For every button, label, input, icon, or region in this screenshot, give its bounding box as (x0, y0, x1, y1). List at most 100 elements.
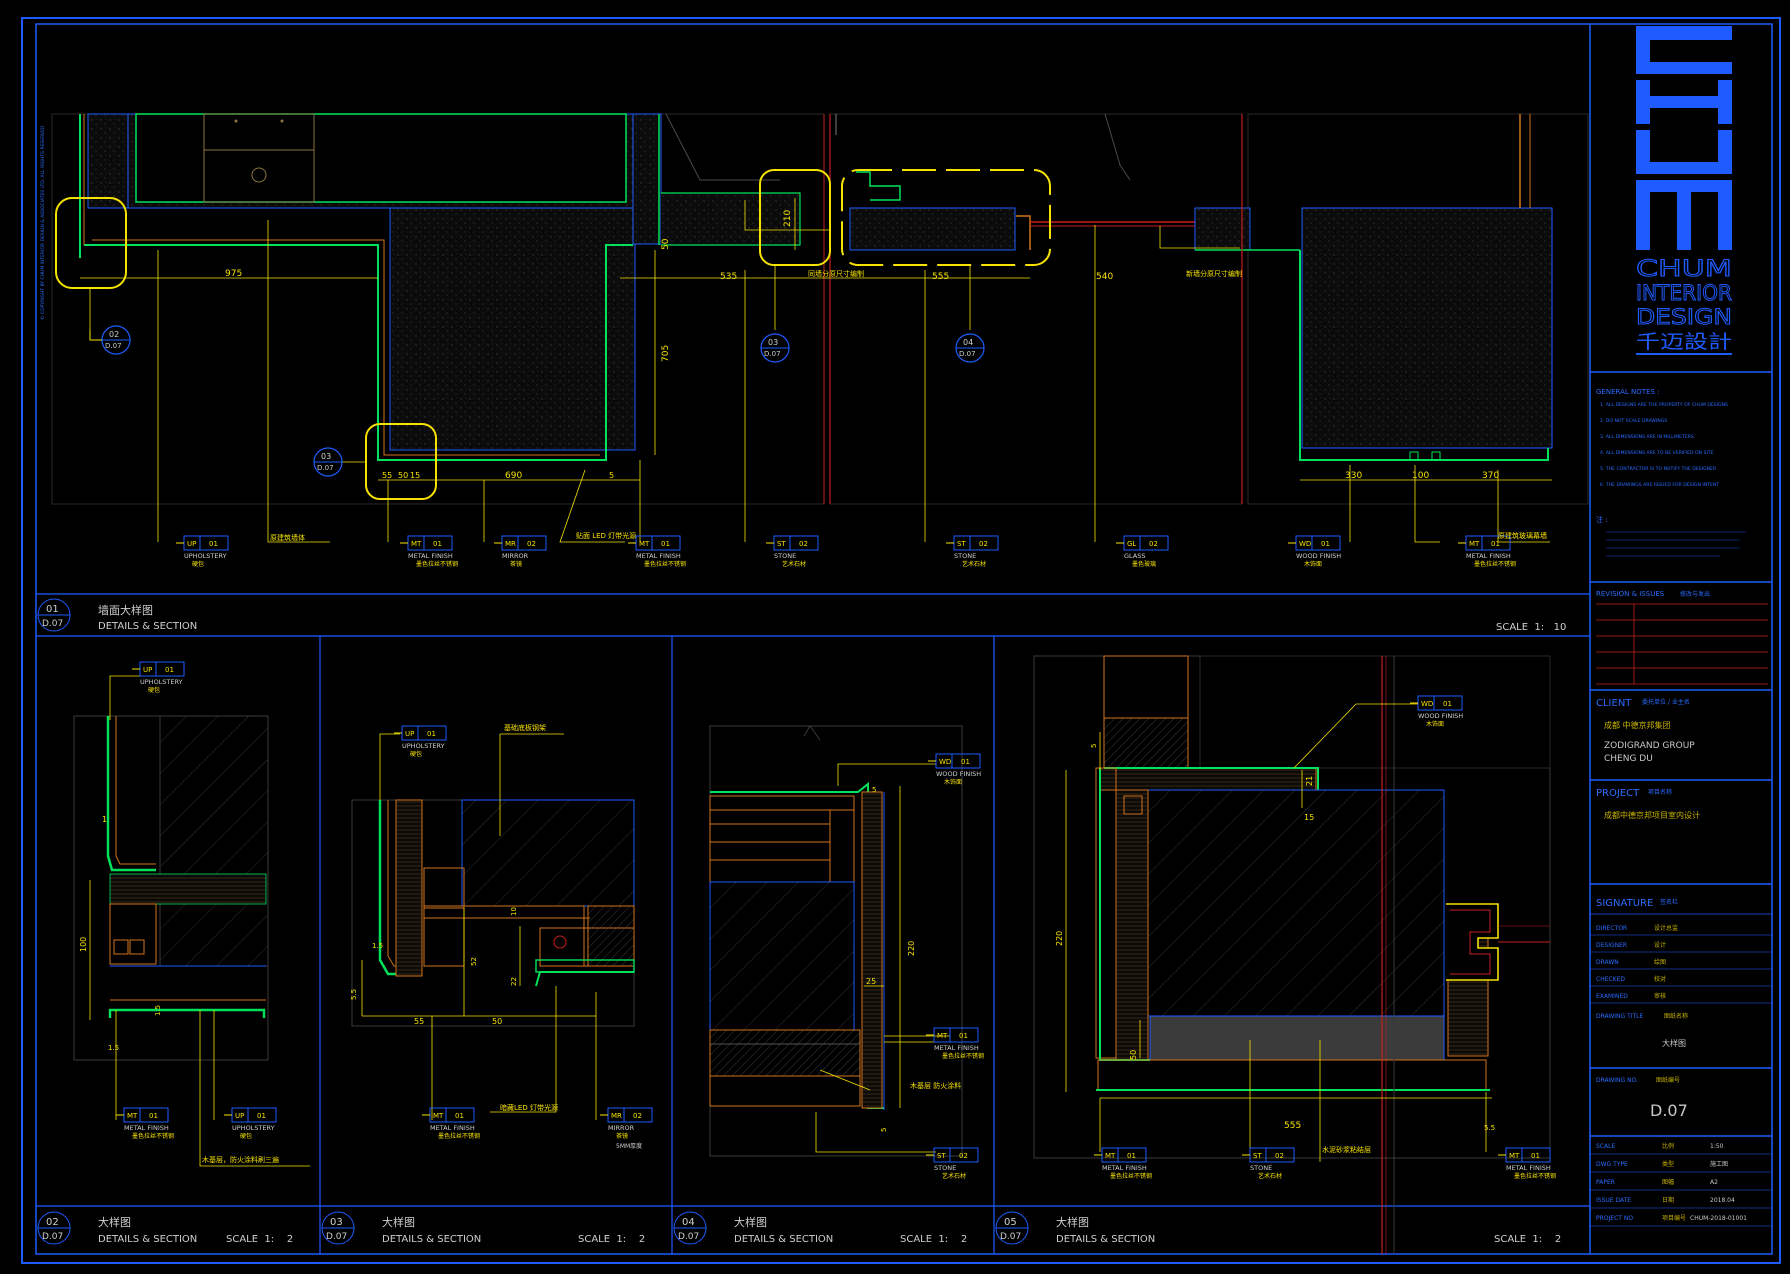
view-04-title: 04 D.07 大样图 DETAILS & SECTION SCALE 1: 2 (673, 1211, 967, 1245)
detail-marker-04[interactable]: 04 D.07 (955, 333, 985, 363)
svg-text:03: 03 (321, 452, 331, 461)
tag-code: UP (143, 666, 152, 674)
tag-code: UP (405, 730, 414, 738)
drawing-title-value: 大样图 (1662, 1038, 1686, 1048)
svg-text:D.07: D.07 (105, 342, 122, 350)
tag-number: 01 (1531, 1152, 1540, 1160)
view-03-drawing: 1.5 5.5 55 50 10 22 52 基础底板钢架 暗藏LED 灯带光源… (350, 723, 653, 1150)
v02-dim-100: 100 (79, 937, 88, 952)
tag-number: 01 (959, 1032, 968, 1040)
svg-text:02: 02 (46, 1217, 59, 1228)
project-cn: 项目名称 (1648, 788, 1672, 796)
tag-label-en: METAL FINISH (636, 552, 681, 560)
signature-name: 校对 (1654, 975, 1666, 983)
view-05-title: 05 D.07 大样图 DETAILS & SECTION SCALE 1: 2 (995, 1211, 1561, 1245)
v04-dim-25: 25 (866, 977, 876, 986)
v03-dim-10: 10 (510, 907, 518, 916)
v03-note-led: 暗藏LED 灯带光源 (500, 1103, 558, 1112)
v05-dim-5a: 5 (1090, 744, 1098, 748)
detail-marker-02[interactable]: 02 D.07 (89, 325, 131, 355)
svg-text:DETAILS & SECTION: DETAILS & SECTION (734, 1234, 833, 1245)
tag-label-cn: 墨色拉丝不锈钢 (1514, 1172, 1556, 1180)
tag-code: WD (939, 758, 951, 766)
v05-dim-50: 50 (1129, 1050, 1138, 1060)
dim-210: 210 (783, 210, 793, 227)
client-name-1: ZODIGRAND GROUP (1604, 741, 1695, 751)
tag-label-cn: 艺术石材 (782, 560, 806, 568)
svg-text:墙面大样图: 墙面大样图 (98, 603, 153, 617)
tag-code: ST (957, 540, 966, 548)
general-note: 2. DO NOT SCALE DRAWINGS (1600, 418, 1667, 424)
tag-label-en: UPHOLSTERY (232, 1124, 275, 1132)
svg-text:D.07: D.07 (1000, 1232, 1021, 1242)
dim-975: 975 (225, 269, 242, 279)
v02-dim-15: 1.5 (154, 1005, 162, 1016)
drawing-title-cn: 图纸名称 (1664, 1012, 1688, 1020)
signature-role: EXAMINED (1596, 993, 1628, 1000)
tag-label-cn: 硬包 (192, 560, 204, 568)
svg-text:03: 03 (768, 338, 778, 347)
project-label: PROJECT (1596, 788, 1640, 799)
meta-value: A2 (1710, 1179, 1718, 1186)
detail-marker-03b[interactable]: 03 D.07 (760, 333, 790, 363)
tag-code: ST (777, 540, 786, 548)
v03-dim-15: 1.5 (372, 942, 383, 950)
tag-code: GL (1127, 540, 1136, 548)
svg-text:SCALE 1: 2: SCALE 1: 2 (900, 1234, 967, 1245)
tag-label-en: METAL FINISH (430, 1124, 475, 1132)
tag-code: WD (1421, 700, 1433, 708)
svg-text:04: 04 (682, 1217, 695, 1228)
tag-number: 01 (427, 730, 436, 738)
tag-label-en: GLASS (1124, 552, 1146, 560)
svg-text:DETAILS & SECTION: DETAILS & SECTION (98, 621, 197, 632)
view-01-title: 01 D.07 墙面大样图 DETAILS & SECTION SCALE 1:… (37, 598, 1566, 633)
tag-number: 01 (209, 540, 218, 548)
v03-dim-55a: 5.5 (350, 989, 358, 1000)
tag-label-en: MIRROR (608, 1124, 635, 1132)
client-label: CLIENT (1596, 698, 1632, 709)
tag-label-cn: 墨色玻璃 (1132, 560, 1156, 568)
meta-value: CHUM-2018-01001 (1690, 1215, 1747, 1222)
tag-number: 01 (433, 540, 442, 548)
detail-marker-03[interactable]: 03 D.07 (313, 447, 343, 477)
tag-label-en: STONE (954, 552, 976, 560)
general-note: 3. ALL DIMENSIONS ARE IN MILLIMETERS (1600, 434, 1694, 440)
tag-number: 01 (961, 758, 970, 766)
notes-title: GENERAL NOTES : (1596, 388, 1659, 396)
general-note: 6. THE DRAWINGS ARE ISSUED FOR DESIGN IN… (1600, 482, 1719, 488)
tag-label-en: UPHOLSTERY (184, 552, 227, 560)
tag-label-en: METAL FINISH (1506, 1164, 1551, 1172)
tag-label-cn: 硬包 (148, 686, 160, 694)
dim-555: 555 (932, 272, 949, 282)
meta-key: SCALE (1596, 1143, 1615, 1150)
tag-code: UP (187, 540, 196, 548)
tag-label-cn: 硬包 (410, 750, 422, 758)
tag-number: 01 (1491, 540, 1500, 548)
tag-label-en: WOOD FINISH (1418, 712, 1463, 720)
tag-label-en: UPHOLSTERY (140, 678, 183, 686)
